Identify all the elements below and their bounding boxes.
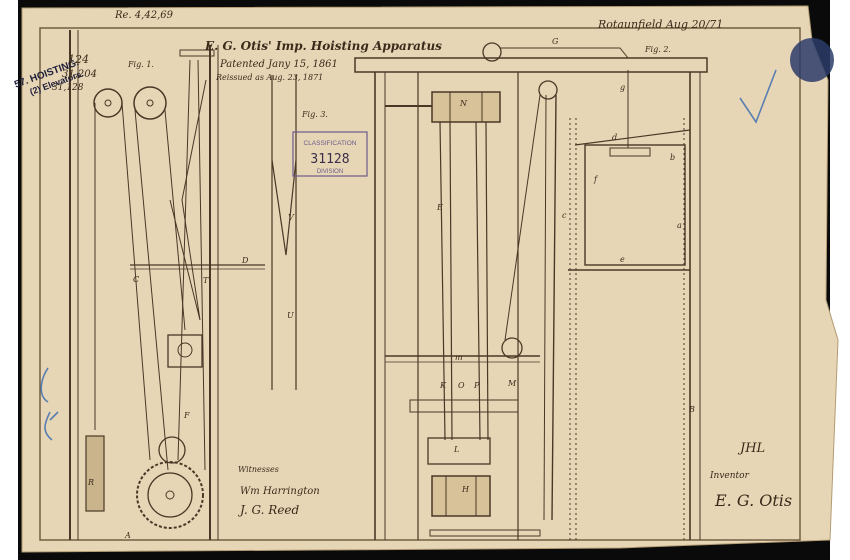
letter-l: L	[453, 445, 459, 454]
blue-pencil-mark	[40, 367, 59, 441]
letter-g-small: g	[620, 83, 625, 92]
letter-o: O	[458, 381, 465, 390]
stamp-number: 31128	[310, 152, 349, 167]
letter-a: A	[124, 531, 131, 540]
drum-n	[431, 91, 501, 123]
drum-h	[431, 475, 491, 517]
gear-wheel	[136, 461, 204, 529]
letter-m: M	[507, 379, 517, 388]
blue-checkmark	[739, 69, 777, 124]
letter-d-small: d	[612, 133, 617, 142]
pencil-initials: JHL	[737, 441, 765, 456]
letter-c-small: c	[562, 211, 567, 220]
pulley-right	[133, 86, 167, 120]
side-num-2: 31,204	[62, 69, 97, 80]
drawing-border	[39, 27, 801, 541]
top-right-signature: Rotaunfield Aug 20/71	[597, 18, 723, 31]
stamp-heading: CLASSIFICATION	[304, 140, 357, 147]
office-seal-stamp	[790, 38, 834, 82]
letter-c: C	[133, 275, 139, 284]
inventor-signature: E. G. Otis	[714, 491, 792, 510]
classification-stamp: CLASSIFICATION 31128 DIVISION	[292, 131, 368, 177]
letter-b: B	[688, 405, 695, 414]
letter-m-small: m	[455, 353, 463, 362]
patent-date: Patented Jany 15, 1861	[219, 59, 338, 70]
letter-u: U	[287, 311, 294, 320]
letter-v: V	[288, 213, 295, 222]
drawing-title: E. G. Otis' Imp. Hoisting Apparatus	[204, 39, 442, 53]
letter-f: F	[183, 411, 190, 420]
witness-signature-2: J. G. Reed	[237, 503, 300, 517]
inventor-label: Inventor	[709, 471, 750, 481]
letter-d: D	[241, 256, 249, 265]
figure-3	[271, 75, 297, 390]
letter-n: N	[459, 99, 468, 108]
letter-a-small: a	[677, 221, 682, 230]
letter-p: P	[473, 381, 480, 390]
side-num-1: 124	[68, 53, 89, 66]
letter-b-small: b	[670, 153, 675, 162]
fig2-label: Fig. 2.	[644, 45, 671, 54]
side-num-3: 31,128	[52, 83, 84, 93]
reissue-date: Reissued as Aug. 23, 1871	[215, 73, 323, 82]
part-letters: N G C T V U R B D E F H M O P K L A a d …	[87, 37, 695, 540]
fig1-label: Fig. 1.	[127, 60, 154, 69]
witness-signature-1: Wm Harrington	[240, 486, 320, 497]
paper-sheet	[21, 5, 839, 553]
witnesses-label: Witnesses	[238, 465, 279, 474]
letter-g: G	[552, 37, 559, 46]
top-left-note: Re. 4,42,69	[114, 10, 174, 21]
letter-k: K	[439, 381, 447, 390]
letter-e-small: e	[620, 255, 625, 264]
figure-2	[354, 42, 708, 540]
letter-e: E	[436, 203, 443, 212]
letter-t: T	[203, 276, 209, 285]
figure-1	[69, 30, 265, 540]
elevator-cage	[584, 144, 686, 266]
counterweight-r	[85, 435, 105, 512]
fig3-label: Fig. 3.	[301, 110, 328, 119]
stamp-footer: DIVISION	[317, 169, 343, 175]
letter-h: H	[461, 485, 470, 494]
letter-r: R	[87, 478, 94, 487]
letter-f-small: f	[593, 175, 599, 184]
